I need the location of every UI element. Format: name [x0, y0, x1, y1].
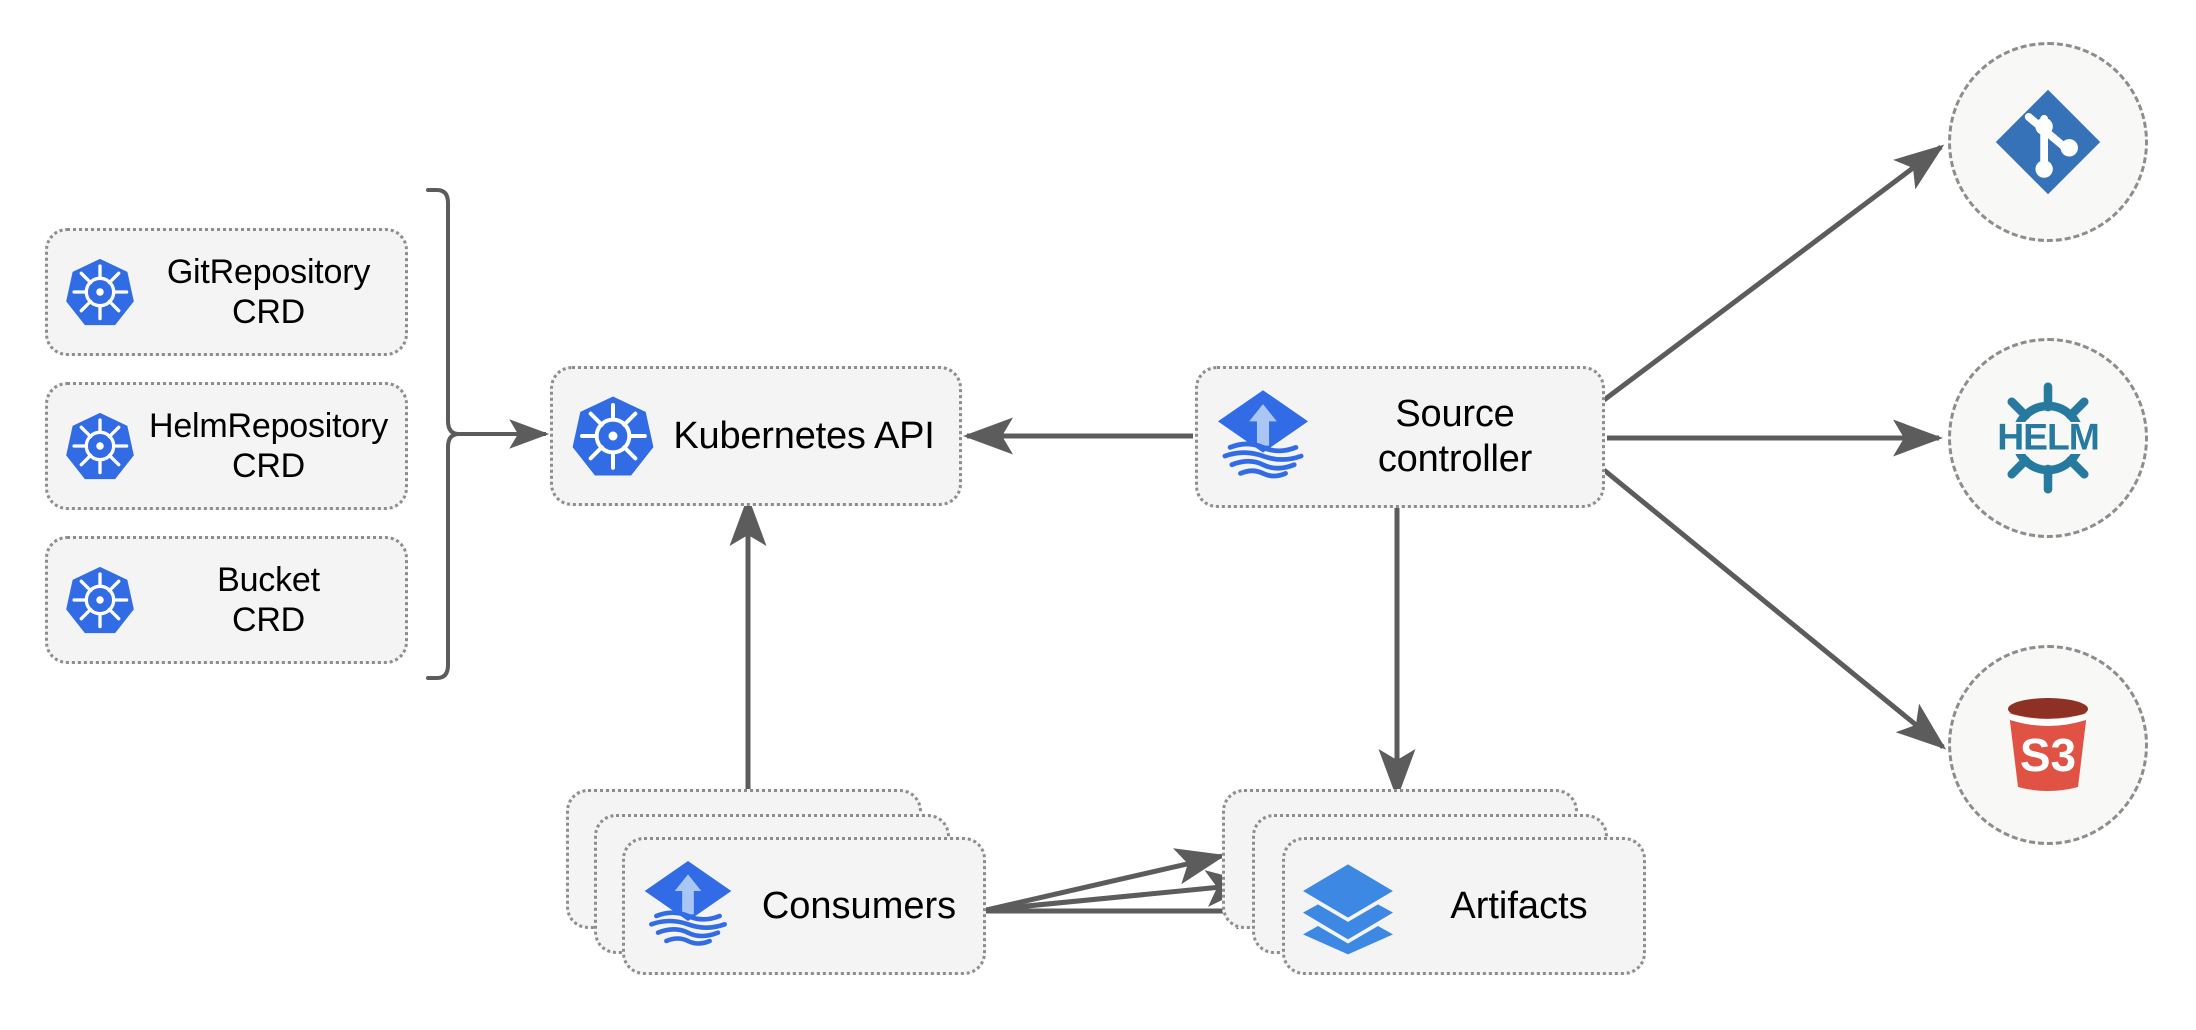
node-kubernetes-api[interactable]: Kubernetes API [550, 366, 962, 506]
crd-label: GitRepository CRD [166, 252, 371, 331]
node-label: Artifacts [1450, 884, 1588, 927]
edge-source-controller-to-git [1602, 144, 1945, 402]
crd-box-gitrepository[interactable]: GitRepository CRD [45, 228, 408, 356]
artifacts-stack-layer-front[interactable]: Artifacts [1282, 837, 1646, 975]
target-circle-git[interactable] [1948, 42, 2148, 242]
node-consumers[interactable]: Consumers [566, 789, 986, 975]
flux-icon [633, 856, 743, 956]
crd-label: HelmRepository CRD [148, 406, 389, 485]
helm-label: HELM [1997, 416, 2098, 458]
flux-icon [1208, 385, 1318, 489]
helm-icon: HELM [1984, 374, 2112, 502]
kubernetes-icon [58, 410, 142, 482]
crd-group-brace [426, 188, 460, 680]
edge-consumers-to-artifacts-back [985, 848, 1226, 913]
consumers-stack-layer-front[interactable]: Consumers [622, 837, 986, 975]
target-circle-s3[interactable]: S3 [1948, 645, 2148, 845]
crd-label: Bucket CRD [217, 560, 320, 639]
kubernetes-icon [565, 393, 661, 479]
s3-bucket-icon: S3 [1988, 685, 2108, 805]
edge-source-controller-to-s3 [1602, 468, 1947, 750]
crd-box-bucket[interactable]: Bucket CRD [45, 536, 408, 664]
node-artifacts[interactable]: Artifacts [1222, 789, 1646, 975]
layers-icon [1293, 856, 1403, 956]
node-source-controller[interactable]: Source controller [1195, 366, 1605, 508]
kubernetes-icon [58, 256, 142, 328]
git-icon [1990, 84, 2106, 200]
node-label: Source controller [1377, 393, 1533, 480]
edge-consumers-to-artifacts-middle [985, 870, 1256, 913]
crd-box-helmrepository[interactable]: HelmRepository CRD [45, 382, 408, 510]
node-label: Kubernetes API [673, 414, 935, 457]
s3-label: S3 [2020, 729, 2076, 781]
kubernetes-icon [58, 564, 142, 636]
node-label: Consumers [761, 884, 957, 927]
target-circle-helm[interactable]: HELM [1948, 338, 2148, 538]
